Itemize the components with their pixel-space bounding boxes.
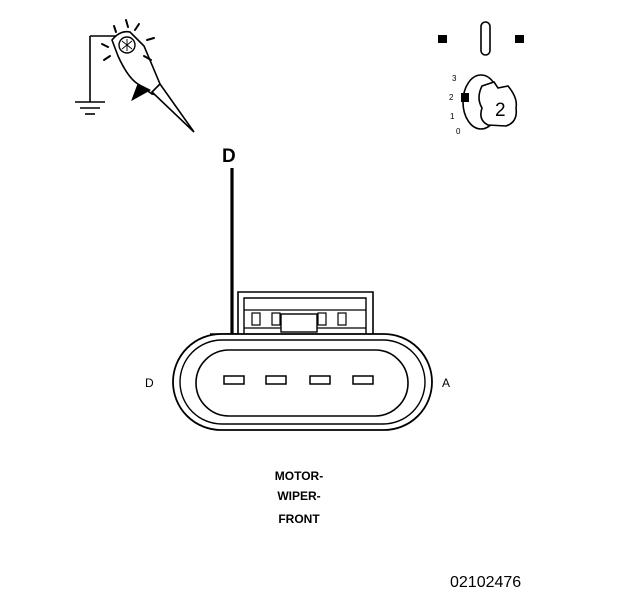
ignition-key-position: 2	[495, 100, 506, 121]
probe-terminal-letter: D	[222, 146, 236, 167]
terminal-a	[352, 375, 374, 385]
ground-symbol-icon	[75, 101, 105, 115]
connector-label-right: A	[442, 376, 450, 390]
terminal-d	[223, 375, 245, 385]
ignition-position-labels: 3 2 1 0	[449, 74, 461, 136]
connector-name: MOTOR- WIPER- FRONT	[275, 469, 323, 526]
ignition-position-1: 1	[450, 112, 455, 121]
lamp-bulb-icon	[118, 36, 136, 54]
connector-label-left: D	[145, 376, 154, 390]
terminal-c	[265, 375, 287, 385]
connector-name-line-2: WIPER-	[277, 489, 320, 503]
ignition-position-3: 3	[452, 74, 457, 83]
ignition-position-0: 0	[456, 127, 461, 136]
figure-number: 02102476	[450, 574, 521, 591]
ignition-key-icon	[478, 81, 518, 127]
connector-body	[172, 291, 433, 431]
ignition-position-2: 2	[449, 93, 454, 102]
test-lamp-probe-icon	[75, 19, 195, 133]
connector-terminals	[223, 375, 374, 385]
terminal-b	[309, 375, 331, 385]
connector-name-line-3: FRONT	[278, 512, 320, 526]
lamp-glow-icon	[101, 19, 155, 61]
connector-name-line-1: MOTOR-	[275, 469, 323, 483]
ignition-switch-icon: 3 2 1 0 2	[438, 21, 524, 136]
